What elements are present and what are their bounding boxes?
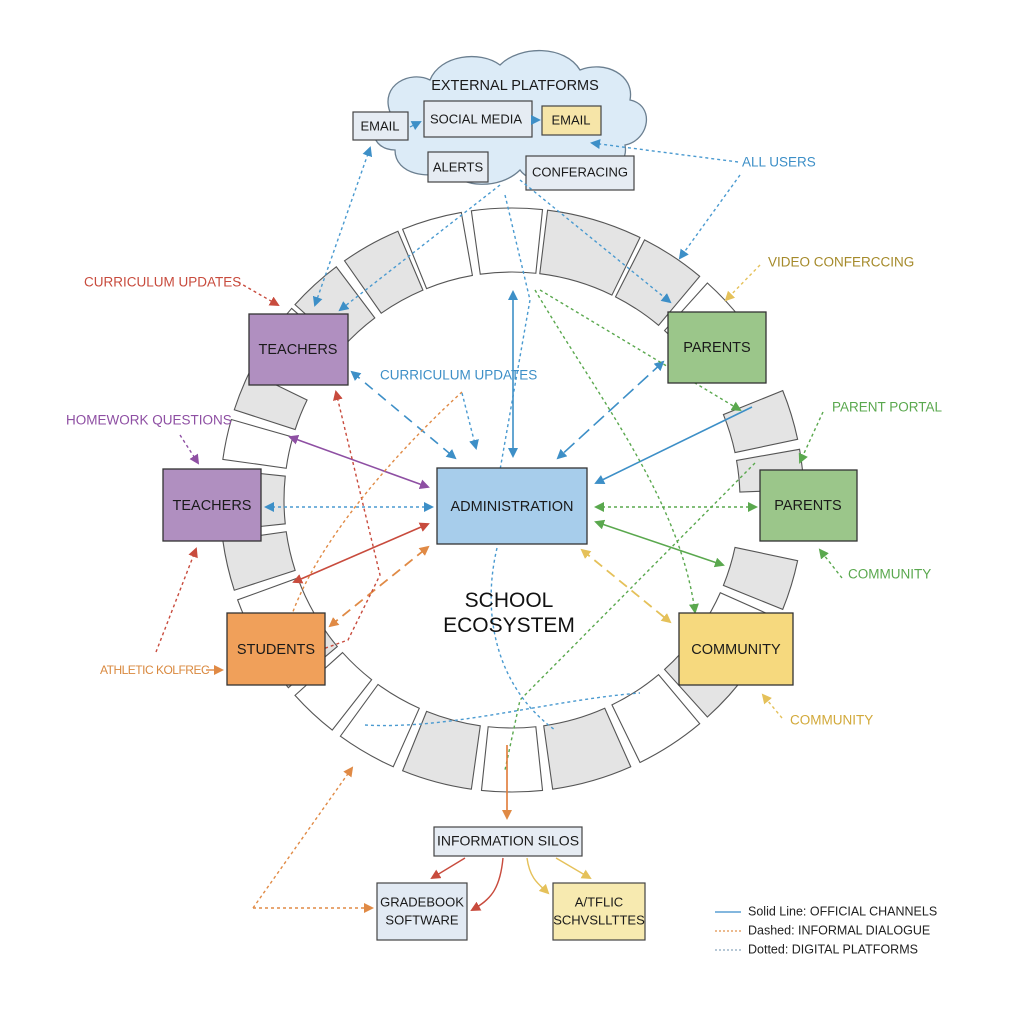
- ring-segment: [470, 207, 544, 275]
- node-teachers-top[interactable]: TEACHERS: [248, 313, 349, 386]
- annotation-community-green: COMMUNITY: [848, 567, 931, 582]
- silos-to-gradebook-1: [430, 857, 466, 880]
- parents-top-label: PARENTS: [683, 340, 750, 356]
- legend-dashed-label: Dashed: INFORMAL DIALOGUE: [748, 923, 930, 937]
- annotation-all-users: ALL USERS: [742, 155, 816, 170]
- social-media-label: SOCIAL MEDIA: [430, 111, 522, 126]
- green-dotted-2: [534, 289, 699, 614]
- gradebook-software-box[interactable]: GRADEBOOK SOFTWARE: [376, 882, 468, 941]
- connector-lines: [155, 139, 843, 913]
- ring-segment: [480, 726, 544, 793]
- athletic-to-teachers-arrow: [155, 547, 198, 653]
- platform-social-media[interactable]: SOCIAL MEDIA: [423, 100, 533, 138]
- ring-segment: [233, 371, 308, 431]
- students-label: STUDENTS: [237, 642, 315, 658]
- ring-segment: [611, 673, 701, 764]
- ring-segment: [722, 546, 799, 611]
- platform-email-right[interactable]: EMAIL: [541, 105, 602, 136]
- teachers-top-label: TEACHERS: [259, 342, 338, 358]
- diagram-title-line2: ECOSYSTEM: [443, 614, 575, 637]
- ring-segment: [539, 209, 641, 296]
- annotation-homework-questions: HOMEWORK QUESTIONS: [66, 413, 232, 428]
- node-community[interactable]: COMMUNITY: [678, 612, 794, 686]
- external-platforms-cloud: EXTERNAL PLATFORMS EMAIL SOCIAL MEDIA EM…: [352, 49, 647, 191]
- silos-to-athletic-1: [526, 857, 550, 895]
- green-dotted-1: [539, 289, 742, 412]
- node-students[interactable]: STUDENTS: [226, 612, 326, 686]
- annotation-curriculum-updates-outer: CURRICULUM UPDATES: [84, 275, 241, 290]
- parents-admin-dashed: [556, 360, 665, 460]
- ring-segment: [294, 651, 373, 731]
- diagram-title-line1: SCHOOL: [465, 589, 554, 612]
- students-admin-red: [292, 522, 430, 584]
- curriculum-dotted: [461, 392, 479, 450]
- teachers-admin-dashed: [350, 370, 457, 460]
- annotation-parent-portal: PARENT PORTAL: [832, 400, 943, 415]
- homework-arrow: [179, 434, 200, 465]
- annotation-athletic: ATHLETIC KOLFREC: [100, 663, 210, 677]
- homework-purple-solid: [288, 435, 430, 489]
- alerts-label: ALERTS: [433, 159, 484, 174]
- students-admin-orange-dashed: [328, 545, 430, 628]
- silos-to-gradebook-2: [470, 857, 504, 911]
- orange-to-gradebook: [252, 766, 354, 909]
- parents-admin-solid: [594, 406, 753, 484]
- information-silos-label: INFORMATION SILOS: [437, 833, 579, 849]
- cloud-to-parents-dotted: [519, 179, 672, 304]
- community-green-arrow: [818, 548, 843, 579]
- node-teachers-left[interactable]: TEACHERS: [162, 468, 262, 542]
- ring-segment: [614, 239, 701, 327]
- community-label: COMMUNITY: [691, 642, 781, 658]
- curriculum-outer-arrow: [237, 281, 280, 306]
- all-users-to-ring: [678, 174, 741, 260]
- email-to-social-arrow: [409, 121, 422, 131]
- platform-alerts[interactable]: ALERTS: [427, 151, 489, 183]
- athletic-schedules-box[interactable]: A/TFLIC SCHVSLLTTES: [552, 882, 646, 941]
- orange-dotted-curve: [289, 391, 463, 621]
- email-left-label: EMAIL: [360, 118, 399, 133]
- parent-portal-arrow: [798, 411, 824, 464]
- students-red-dotted: [319, 390, 381, 651]
- admin-community-green-solid: [594, 519, 725, 568]
- ring-segment: [722, 389, 799, 454]
- ring-segment: [401, 710, 481, 790]
- annotation-community-yellow: COMMUNITY: [790, 713, 873, 728]
- gradebook-line2: SOFTWARE: [385, 912, 459, 927]
- video-conf-arrow: [724, 264, 761, 302]
- admin-community-yellow-dashed: [580, 548, 672, 624]
- bottom-ring-dotted: [364, 692, 641, 727]
- silos-to-athletic-2: [555, 857, 592, 880]
- community-yellow-arrow: [761, 693, 783, 719]
- athletic-line1: A/TFLIC: [575, 894, 623, 909]
- administration-label: ADMINISTRATION: [451, 499, 574, 515]
- athletic-line2: SCHVSLLTTES: [553, 912, 645, 927]
- annotation-video-conferencing: VIDEO CONFERCCING: [768, 255, 914, 270]
- annotation-curriculum-updates-inner: CURRICULUM UPDATES: [380, 368, 537, 383]
- platform-email-left[interactable]: EMAIL: [352, 111, 409, 141]
- legend-dotted-label: Dotted: DIGITAL PLATFORMS: [748, 942, 918, 956]
- teachers-left-label: TEACHERS: [173, 498, 252, 514]
- ring-segment: [401, 211, 474, 290]
- information-silos-box[interactable]: INFORMATION SILOS: [433, 826, 583, 857]
- cloud-title: EXTERNAL PLATFORMS: [431, 78, 599, 94]
- ring-segment: [222, 418, 294, 469]
- node-parents-top[interactable]: PARENTS: [667, 311, 767, 384]
- cloud-to-teachers-dotted-2: [338, 184, 501, 312]
- email-right-label: EMAIL: [551, 112, 590, 127]
- legend-solid-label: Solid Line: OFFICIAL CHANNELS: [748, 904, 937, 918]
- parents-right-label: PARENTS: [774, 498, 841, 514]
- conferencing-label: CONFERACING: [532, 164, 628, 179]
- admin-bottom-dotted: [490, 547, 556, 731]
- node-administration[interactable]: ADMINISTRATION: [436, 467, 588, 545]
- cloud-to-teachers-dotted: [312, 146, 373, 307]
- all-users-to-email: [590, 139, 739, 163]
- legend: Solid Line: OFFICIAL CHANNELS Dashed: IN…: [715, 904, 937, 956]
- platform-conferencing[interactable]: CONFERACING: [525, 155, 635, 191]
- gradebook-line1: GRADEBOOK: [380, 894, 464, 909]
- ring-segment: [543, 707, 632, 790]
- node-parents-right[interactable]: PARENTS: [759, 469, 858, 542]
